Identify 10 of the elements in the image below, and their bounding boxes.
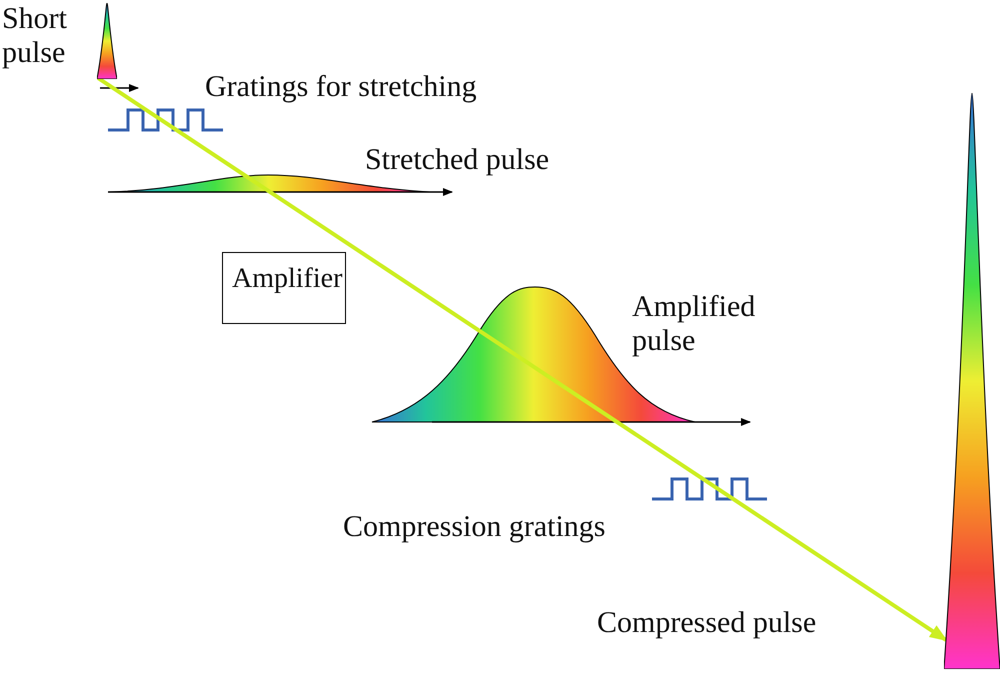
box-label: Amplifier	[232, 263, 342, 295]
pulse-caption: Short pulse	[2, 2, 68, 70]
annotation-text: Stretched pulse	[365, 143, 550, 177]
pulse-icon	[97, 3, 117, 79]
process-box	[222, 252, 346, 324]
annotation-text: Compressed pulse	[597, 606, 818, 640]
annotation-text: Gratings for stretching	[205, 70, 478, 104]
pulse-icon	[944, 93, 1000, 669]
annotation-text: Compression gratings	[343, 510, 606, 544]
annotation-text: Amplified pulse	[632, 290, 756, 358]
